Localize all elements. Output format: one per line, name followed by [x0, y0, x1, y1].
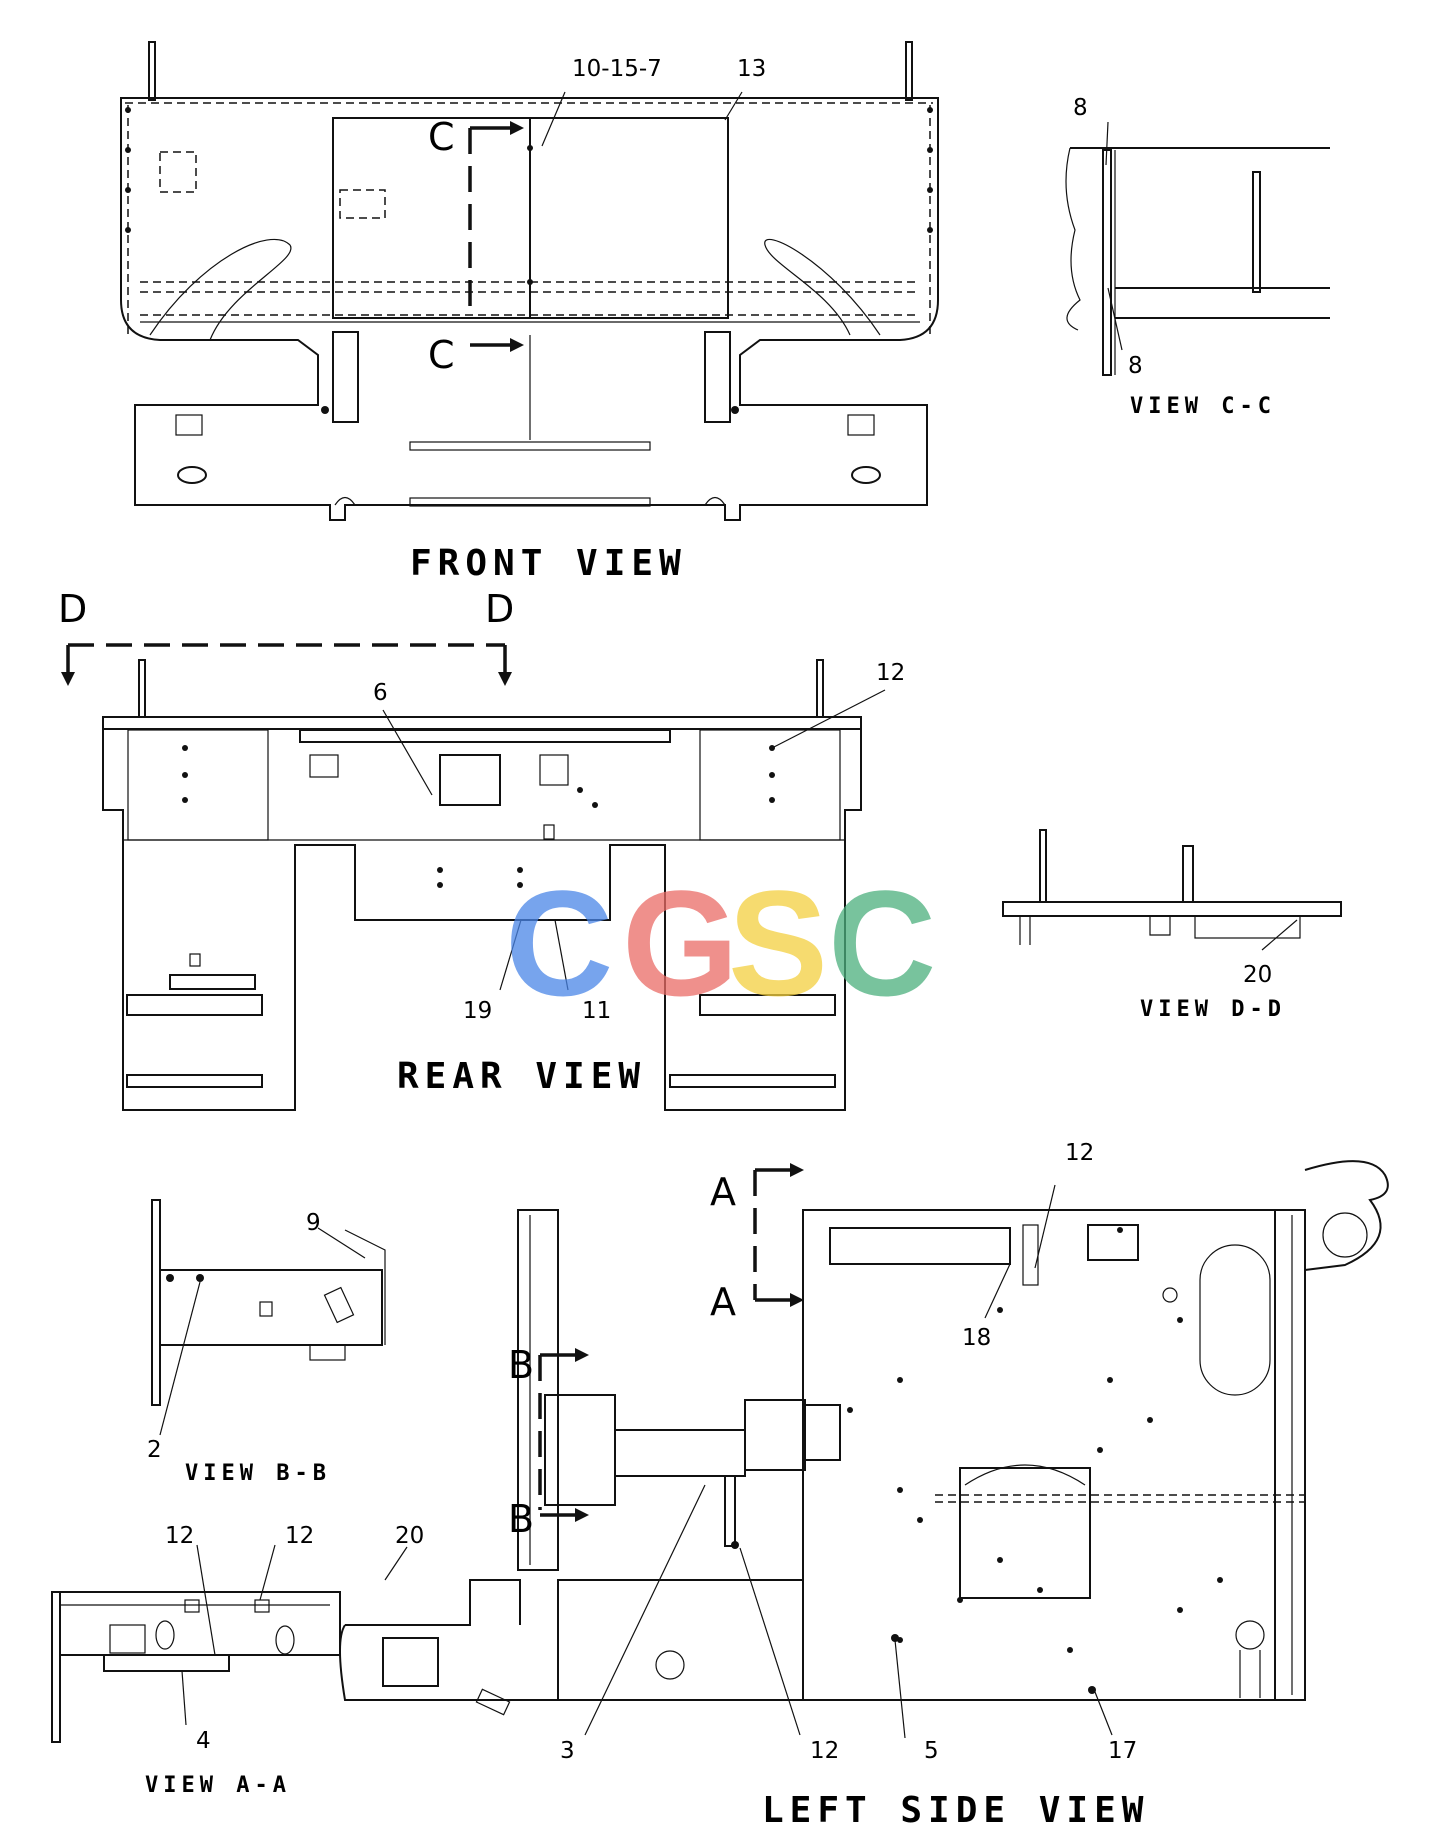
front-view-drawing	[120, 41, 939, 521]
watermark-logo: C G S C	[505, 859, 936, 1027]
callout-rear-12: 12	[876, 660, 905, 686]
callout-aa-12-right: 12	[285, 1523, 314, 1549]
callout-rear-19: 19	[463, 998, 492, 1024]
callout-bb-2: 2	[147, 1437, 162, 1463]
left-side-view-title: LEFT SIDE VIEW	[762, 1790, 1149, 1831]
watermark-letter-c2: C	[828, 859, 936, 1027]
callout-cc-8-bottom: 8	[1128, 353, 1143, 379]
callout-rear-11: 11	[582, 998, 611, 1024]
section-letter-a-bottom: A	[710, 1280, 736, 1324]
left-side-view-drawing	[339, 1160, 1389, 1739]
view-dd-title: VIEW D-D	[1140, 997, 1286, 1022]
callout-bb-9: 9	[306, 1210, 321, 1236]
front-view-title: FRONT VIEW	[410, 543, 687, 584]
callout-side-12-bottom: 12	[810, 1738, 839, 1764]
rear-view-drawing	[61, 643, 886, 1111]
view-dd-drawing	[1002, 829, 1342, 951]
rear-view-title: REAR VIEW	[397, 1056, 646, 1097]
callout-dd-20: 20	[1243, 962, 1272, 988]
view-cc-title: VIEW C-C	[1130, 394, 1276, 419]
callout-10-15-7: 10-15-7	[572, 56, 662, 82]
callout-side-3: 3	[560, 1738, 575, 1764]
watermark-letter-g: G	[622, 859, 739, 1027]
callout-side-17: 17	[1108, 1738, 1137, 1764]
section-letter-c-top: C	[428, 115, 455, 159]
callout-aa-4: 4	[196, 1728, 211, 1754]
section-letter-c-bottom: C	[428, 333, 455, 377]
section-letter-a-top: A	[710, 1170, 736, 1214]
callout-side-5: 5	[924, 1738, 939, 1764]
watermark-letter-c1: C	[505, 859, 613, 1027]
callout-cc-8-top: 8	[1073, 95, 1088, 121]
section-letter-d-right: D	[485, 587, 514, 631]
view-aa-drawing	[51, 1544, 341, 1743]
callout-13: 13	[737, 56, 766, 82]
section-letter-d-left: D	[58, 587, 87, 631]
view-bb-title: VIEW B-B	[185, 1461, 331, 1486]
watermark-letter-s: S	[728, 859, 828, 1027]
callout-rear-6: 6	[373, 680, 388, 706]
callout-side-12-top: 12	[1065, 1140, 1094, 1166]
view-bb-drawing	[151, 1199, 386, 1436]
view-aa-title: VIEW A-A	[145, 1773, 291, 1798]
callout-aa-12-left: 12	[165, 1523, 194, 1549]
view-cc-drawing	[1065, 121, 1330, 376]
section-letter-b-top: B	[508, 1343, 534, 1387]
callout-side-18: 18	[962, 1325, 991, 1351]
section-letter-b-bottom: B	[508, 1497, 534, 1541]
callout-side-20: 20	[395, 1523, 424, 1549]
